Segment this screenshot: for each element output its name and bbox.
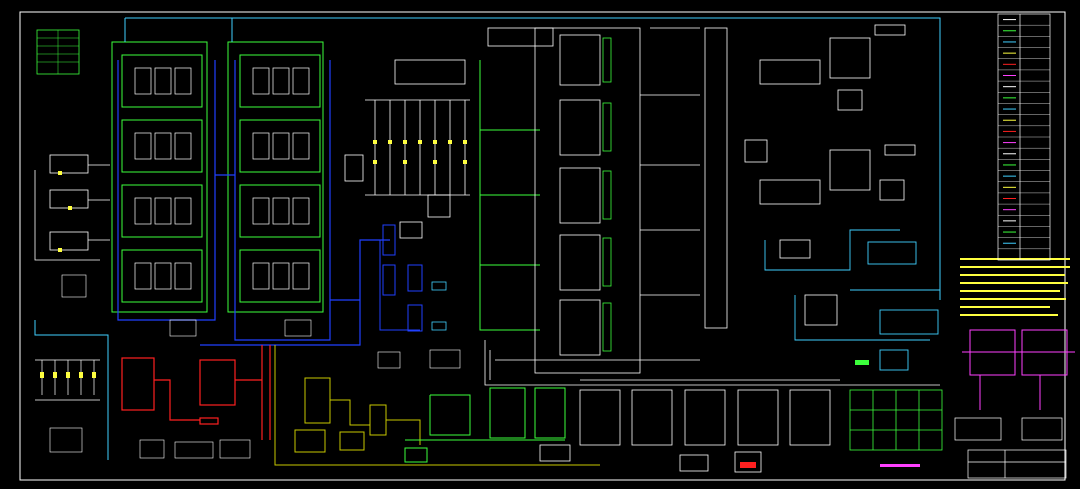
green-loop-bottom bbox=[404, 387, 566, 463]
plate-hx-green bbox=[602, 37, 612, 352]
legend-box-top-left bbox=[36, 29, 80, 75]
green-header-center bbox=[479, 60, 540, 331]
title-block bbox=[954, 417, 1067, 479]
red-boiler-tables bbox=[139, 439, 251, 459]
label-tables-left bbox=[49, 274, 312, 453]
middle-tables bbox=[377, 349, 461, 369]
legend-table-rows bbox=[998, 19, 1050, 250]
chiller-group-right bbox=[227, 41, 324, 313]
magenta-piping bbox=[962, 329, 1075, 410]
green-grid-caption bbox=[880, 464, 920, 467]
red-boiler-loop bbox=[121, 345, 271, 440]
blue-equipment bbox=[360, 224, 423, 332]
white-header-lines bbox=[484, 27, 940, 386]
manifold-fittings bbox=[373, 140, 467, 164]
notes-text bbox=[960, 258, 1070, 316]
cyan-headers bbox=[34, 17, 941, 460]
chiller-units bbox=[134, 67, 310, 290]
cyan-tanks-middle bbox=[431, 281, 447, 331]
middle-manifold bbox=[344, 59, 470, 239]
pump-bank-valves bbox=[40, 372, 96, 378]
green-annotation-tag bbox=[855, 360, 869, 365]
plate-hx-column bbox=[487, 27, 641, 374]
left-yellow-fittings bbox=[58, 171, 72, 252]
right-tanks bbox=[744, 24, 916, 326]
yellow-loop bbox=[274, 345, 600, 466]
bottom-hx-units bbox=[539, 379, 840, 473]
chiller-group-left bbox=[111, 41, 208, 313]
drawing-frame bbox=[19, 11, 1066, 481]
green-grid-bottom-right bbox=[849, 389, 943, 451]
left-tanks bbox=[34, 154, 110, 261]
right-cyan-pipes bbox=[764, 229, 940, 371]
bottom-red-tag bbox=[740, 462, 756, 468]
